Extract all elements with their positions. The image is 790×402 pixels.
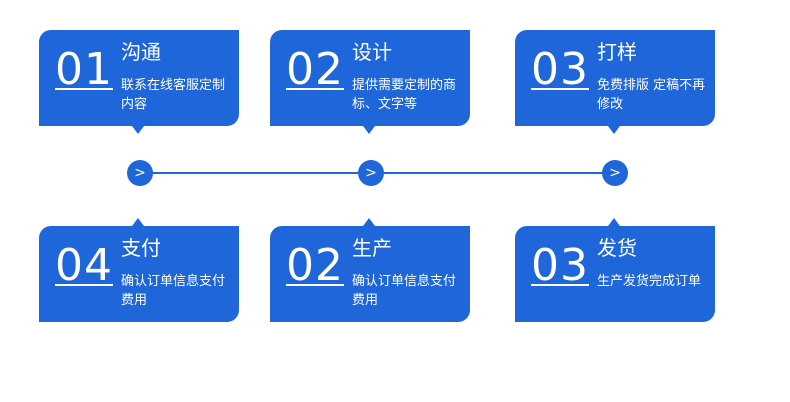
timeline-node-arrow-icon: > (127, 160, 153, 186)
step-number: 02 (286, 44, 344, 95)
step-description: 提供需要定制的商标、文字等 (352, 78, 457, 112)
step-description: 确认订单信息支付费用 (352, 274, 457, 308)
step-number: 02 (286, 240, 344, 291)
step-description: 联系在线客服定制内容 (121, 78, 226, 112)
step-title: 打样 (597, 40, 637, 64)
step-title: 发货 (597, 236, 637, 260)
step-title: 沟通 (121, 40, 161, 64)
step-card-communicate: 01 沟通 联系在线客服定制内容 (39, 30, 239, 134)
step-number: 01 (55, 44, 113, 95)
step-title: 支付 (121, 236, 161, 260)
step-description: 生产发货完成订单 (597, 274, 702, 289)
step-number: 03 (531, 240, 589, 291)
timeline-node-arrow-icon: > (602, 160, 628, 186)
step-card-design: 02 设计 提供需要定制的商标、文字等 (270, 30, 470, 134)
step-title: 设计 (352, 40, 392, 64)
step-card-proof: 03 打样 免费排版 定稿不再修改 (515, 30, 715, 134)
step-card-shipping: 03 发货 生产发货完成订单 (515, 218, 715, 322)
step-description: 免费排版 定稿不再修改 (597, 78, 706, 112)
step-description: 确认订单信息支付费用 (121, 274, 226, 308)
step-number: 04 (55, 240, 113, 291)
step-number: 03 (531, 44, 589, 95)
timeline-node-arrow-icon: > (358, 160, 384, 186)
step-card-payment: 04 支付 确认订单信息支付费用 (39, 218, 239, 322)
step-card-production: 02 生产 确认订单信息支付费用 (270, 218, 470, 322)
step-title: 生产 (352, 236, 392, 260)
